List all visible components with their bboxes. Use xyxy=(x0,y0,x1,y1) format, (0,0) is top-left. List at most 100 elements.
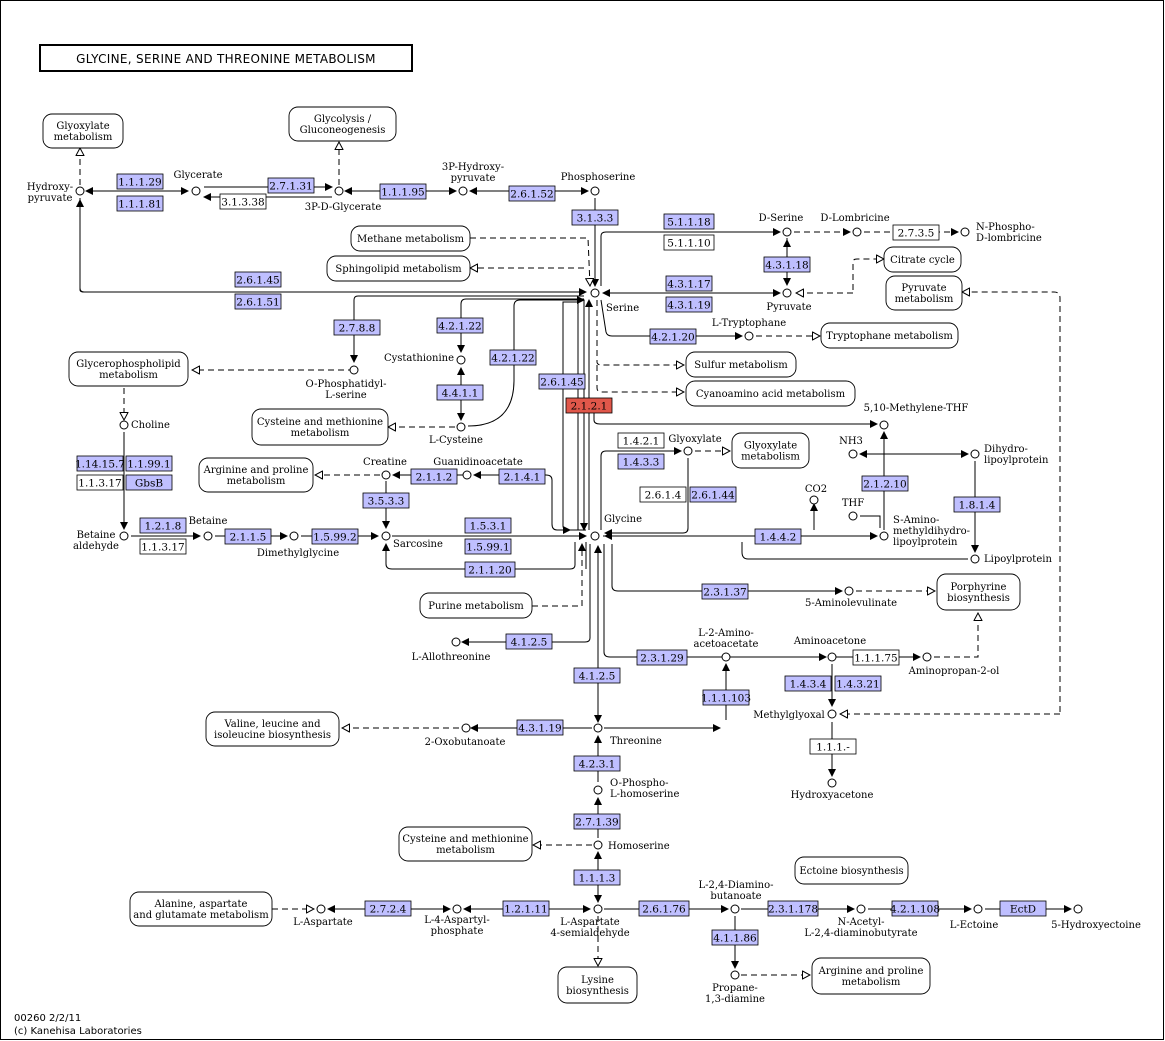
compound-l-tryptophan[interactable]: L-Tryptophane xyxy=(712,318,786,341)
enzyme-EctD[interactable]: EctD xyxy=(999,900,1047,917)
enzyme-4-3-1-18[interactable]: 4.3.1.18 xyxy=(763,256,811,273)
compound-3p-hydroxypyruvate[interactable]: 3P-Hydroxy-pyruvate xyxy=(442,162,504,196)
compound-nh3[interactable]: NH3 xyxy=(839,436,863,459)
enzyme-2-1-1-5[interactable]: 2.1.1.5 xyxy=(224,528,272,545)
compound-glycerate[interactable]: Glycerate xyxy=(173,170,223,196)
map-link-tryptophane-metabolism[interactable]: Tryptophane metabolism xyxy=(820,322,959,349)
enzyme-4-2-3-1[interactable]: 4.2.3.1 xyxy=(573,755,621,772)
enzyme-2-7-8-8[interactable]: 2.7.8.8 xyxy=(333,319,381,336)
compound-d-serine[interactable]: D-Serine xyxy=(759,213,804,237)
compound-d-lombricine[interactable]: D-Lombricine xyxy=(820,213,890,237)
compound-l-allothreonine[interactable]: L-Allothreonine xyxy=(412,637,491,663)
enzyme-1-1-3-17[interactable]: 1.1.3.17 xyxy=(139,538,187,555)
map-link-sulfur-metabolism[interactable]: Sulfur metabolism xyxy=(685,351,797,378)
compound-dihydrolipoylprotein[interactable]: Dihydro-lipoylprotein xyxy=(970,444,1049,466)
enzyme-3-1-3-38[interactable]: 3.1.3.38 xyxy=(219,193,267,210)
compound-hydroxypyruvate[interactable]: Hydroxy-pyruvate xyxy=(27,182,85,204)
enzyme-GbsB[interactable]: GbsB xyxy=(125,474,173,491)
enzyme-2-7-1-39[interactable]: 2.7.1.39 xyxy=(573,813,621,830)
compound-cystathionine[interactable]: Cystathionine xyxy=(384,353,466,365)
enzyme-2-6-1-44[interactable]: 2.6.1.44 xyxy=(689,486,737,503)
enzyme-1-14-15-7[interactable]: 1.14.15.7 xyxy=(75,455,125,472)
enzyme-1-1-1-29[interactable]: 1.1.1.29 xyxy=(116,173,164,190)
enzyme-1-5-99-1[interactable]: 1.5.99.1 xyxy=(464,538,512,555)
compound-l-aspartate[interactable]: L-Aspartate xyxy=(293,904,353,928)
compound-2-oxobutanoate[interactable]: 2-Oxobutanoate xyxy=(425,723,506,748)
enzyme-1-1-1-75[interactable]: 1.1.1.75 xyxy=(852,649,900,666)
compound-threonine[interactable]: Threonine xyxy=(593,723,662,747)
enzyme-2-3-1-178[interactable]: 2.3.1.178 xyxy=(767,900,819,917)
enzyme-4-2-1-22[interactable]: 4.2.1.22 xyxy=(489,349,537,366)
compound-3p-d-glycerate[interactable]: 3P-D-Glycerate xyxy=(305,186,382,213)
map-link-glycolysis-gluconeogenesis[interactable]: Glycolysis /Gluconeogenesis xyxy=(288,106,397,142)
enzyme-2-1-1-2[interactable]: 2.1.1.2 xyxy=(410,468,458,485)
compound-aminoacetone[interactable]: Aminoacetone xyxy=(793,636,866,662)
compound-guanidinoacetate[interactable]: Guanidinoacetate xyxy=(433,457,523,480)
compound-l-ectoine[interactable]: L-Ectoine xyxy=(950,904,999,931)
compound-dimethylglycine[interactable]: Dimethylglycine xyxy=(257,531,339,559)
map-link-cyanoamino-acid-metabolism[interactable]: Cyanoamino acid metabolism xyxy=(685,380,856,407)
compound-n-phospho-d-lombricine[interactable]: N-Phospho-D-lombricine xyxy=(960,222,1042,244)
compound-co2[interactable]: CO2 xyxy=(805,484,827,505)
enzyme-4-1-1-86[interactable]: 4.1.1.86 xyxy=(711,929,759,946)
enzyme-2-1-2-1[interactable]: 2.1.2.1 xyxy=(565,397,613,414)
compound-l-2-amino-acetoacetate[interactable]: L-2-Amino-acetoacetate xyxy=(694,628,759,662)
enzyme-2-6-1-76[interactable]: 2.6.1.76 xyxy=(638,900,690,917)
enzyme-1-5-99-2[interactable]: 1.5.99.2 xyxy=(311,528,359,545)
compound-o-phospho-l-homoserine[interactable]: O-Phospho-L-homoserine xyxy=(593,778,679,800)
enzyme-1-1-1-3[interactable]: 1.1.1.3 xyxy=(573,869,621,886)
enzyme-2-7-3-5[interactable]: 2.7.3.5 xyxy=(892,224,940,241)
compound-l-4-aspartyl-phosphate[interactable]: L-4-Aspartyl-phosphate xyxy=(424,904,490,937)
enzyme-1-1-1--[interactable]: 1.1.1.- xyxy=(809,738,857,755)
enzyme-1-8-1-4[interactable]: 1.8.1.4 xyxy=(953,496,1001,513)
compound-sarcosine[interactable]: Sarcosine xyxy=(381,531,443,550)
enzyme-4-2-1-22[interactable]: 4.2.1.22 xyxy=(436,317,484,334)
enzyme-2-1-4-1[interactable]: 2.1.4.1 xyxy=(498,468,546,485)
enzyme-1-1-1-95[interactable]: 1.1.1.95 xyxy=(379,183,427,200)
enzyme-2-1-1-20[interactable]: 2.1.1.20 xyxy=(464,561,516,578)
enzyme-2-1-2-10[interactable]: 2.1.2.10 xyxy=(861,475,909,492)
compound-5-hydroxyectoine[interactable]: 5-Hydroxyectoine xyxy=(1051,904,1141,931)
enzyme-2-7-1-31[interactable]: 2.7.1.31 xyxy=(267,177,315,194)
map-link-citrate-cycle[interactable]: Citrate cycle xyxy=(883,246,962,273)
compound-creatine[interactable]: Creatine xyxy=(363,457,407,480)
compound-betaine[interactable]: Betaine xyxy=(189,516,228,541)
enzyme-1-4-3-4[interactable]: 1.4.3.4 xyxy=(784,675,832,692)
map-link-purine-metabolism[interactable]: Purine metabolism xyxy=(419,592,533,619)
compound-l-cysteine[interactable]: L-Cysteine xyxy=(429,422,483,446)
compound-o-phosphatidyl-l-serine[interactable]: O-Phosphatidyl-L-serine xyxy=(306,365,387,401)
enzyme-3-1-3-3[interactable]: 3.1.3.3 xyxy=(571,209,619,226)
enzyme-1-4-2-1[interactable]: 1.4.2.1 xyxy=(617,432,665,449)
enzyme-5-1-1-10[interactable]: 5.1.1.10 xyxy=(663,234,715,251)
enzyme-1-4-3-21[interactable]: 1.4.3.21 xyxy=(834,675,882,692)
compound-glycine[interactable]: Glycine xyxy=(590,514,642,541)
compound-phosphoserine[interactable]: Phosphoserine xyxy=(561,172,636,196)
compound-hydroxyacetone[interactable]: Hydroxyacetone xyxy=(791,778,874,801)
map-link-sphingolipid-metabolism[interactable]: Sphingolipid metabolism xyxy=(326,255,471,282)
compound-thf[interactable]: THF xyxy=(842,498,864,521)
enzyme-4-3-1-19[interactable]: 4.3.1.19 xyxy=(516,719,564,736)
enzyme-4-3-1-19[interactable]: 4.3.1.19 xyxy=(665,296,713,313)
enzyme-3-5-3-3[interactable]: 3.5.3.3 xyxy=(362,492,410,509)
compound-methylglyoxal[interactable]: Methylglyoxal xyxy=(753,709,837,721)
compound-serine[interactable]: Serine xyxy=(590,288,639,314)
compound-choline[interactable]: Choline xyxy=(119,420,170,431)
enzyme-2-6-1-4[interactable]: 2.6.1.4 xyxy=(639,486,687,503)
compound-aminopropan-2-ol[interactable]: Aminopropan-2-ol xyxy=(908,652,1000,677)
enzyme-4-1-2-5[interactable]: 4.1.2.5 xyxy=(505,633,553,650)
compound-l-2-4-diaminobutanoate[interactable]: L-2,4-Diamino-butanoate xyxy=(699,880,774,914)
compound-5-aminolevulinate[interactable]: 5-Aminolevulinate xyxy=(805,586,897,609)
enzyme-1-4-3-3[interactable]: 1.4.3.3 xyxy=(617,453,665,470)
